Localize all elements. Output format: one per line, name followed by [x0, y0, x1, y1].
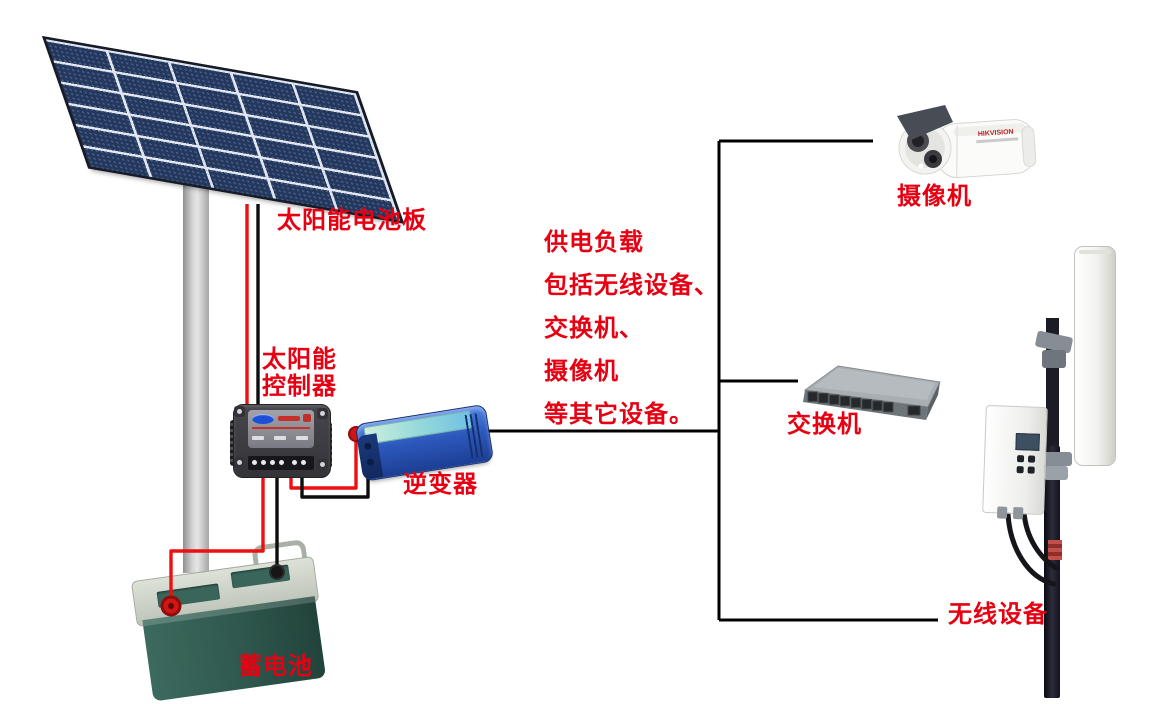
terminal-screw: [301, 460, 306, 465]
camera-indicator-dot: [918, 163, 924, 169]
switch-uplink-port: [907, 405, 921, 416]
camera-sun-shield: [897, 105, 953, 140]
load-note-line: 供电负载: [544, 229, 644, 256]
camera-lens-center: [929, 155, 937, 163]
wireless-label: 无线设备: [948, 601, 1048, 628]
controller-faceplate: [248, 410, 314, 448]
wireless-device: [970, 218, 1165, 704]
antenna-mast-lower: [1044, 446, 1060, 698]
inverter: [348, 398, 498, 482]
controller-mount-ear: [234, 457, 245, 468]
load-note: 供电负载 包括无线设备、 交换机、 摄像机 等其它设备。: [544, 221, 719, 436]
controller-mount-ear: [234, 406, 245, 417]
antenna-bracket-lower-clamp: [1044, 466, 1068, 480]
outdoor-unit-button: [1016, 455, 1025, 463]
controller-mount-ear: [317, 459, 328, 470]
solar-panel-pole: [183, 145, 209, 573]
controller-print: [252, 436, 264, 440]
camera-seam: [955, 125, 958, 178]
controller-badge: [303, 414, 311, 422]
controller-mount-ear: [317, 408, 328, 419]
controller-label-line1: 太阳能: [262, 346, 337, 373]
load-note-line: 包括无线设备、: [544, 272, 719, 299]
outdoor-unit-button: [1016, 466, 1024, 474]
sector-antenna-panel: [1074, 246, 1116, 466]
solar-panel: [42, 36, 405, 224]
load-note-line: 交换机、: [544, 315, 644, 342]
cable-gland: [1012, 506, 1024, 520]
terminal-screw: [292, 460, 297, 465]
load-note-line: 摄像机: [544, 358, 619, 385]
terminal-screw: [270, 460, 275, 465]
camera-brand-text: HIKVISION: [978, 129, 1014, 138]
camera-body-group: HIKVISION: [935, 119, 1037, 179]
controller-divider: [252, 427, 310, 429]
solar-controller: [230, 396, 333, 480]
outdoor-unit-box: [982, 404, 1048, 520]
battery-label: 蓄电池: [238, 653, 313, 680]
camera-body-highlight: [953, 123, 1026, 137]
terminal-screw: [252, 460, 257, 465]
bullet-camera: HIKVISION: [885, 100, 1040, 195]
controller-print: [274, 436, 286, 440]
cable-gland: [996, 506, 1008, 519]
mast-joint-tape: [1048, 540, 1062, 560]
antenna-bracket-lower: [1040, 452, 1072, 466]
outdoor-unit-button: [1027, 466, 1035, 474]
outdoor-unit-button: [1027, 455, 1036, 463]
outdoor-unit-display: [1015, 433, 1040, 451]
camera-rear-cap: [1021, 126, 1037, 168]
inverter-label: 逆变器: [403, 471, 478, 498]
antenna-bracket-upper-clamp: [1042, 350, 1066, 368]
terminal-screw: [279, 460, 284, 465]
controller-logo: [252, 414, 274, 424]
camera-label: 摄像机: [897, 183, 972, 210]
controller-label: 太阳能 控制器: [262, 346, 337, 400]
controller-print: [296, 436, 308, 440]
controller-model-text: [278, 416, 300, 421]
load-note-line: 等其它设备。: [544, 401, 694, 428]
switch-label: 交换机: [787, 411, 862, 438]
terminal-screw: [261, 460, 266, 465]
camera-slot: [976, 137, 1019, 144]
controller-label-line2: 控制器: [262, 373, 337, 400]
solar-panel-label: 太阳能电池板: [277, 207, 427, 234]
camera-art: HIKVISION: [897, 105, 1037, 179]
